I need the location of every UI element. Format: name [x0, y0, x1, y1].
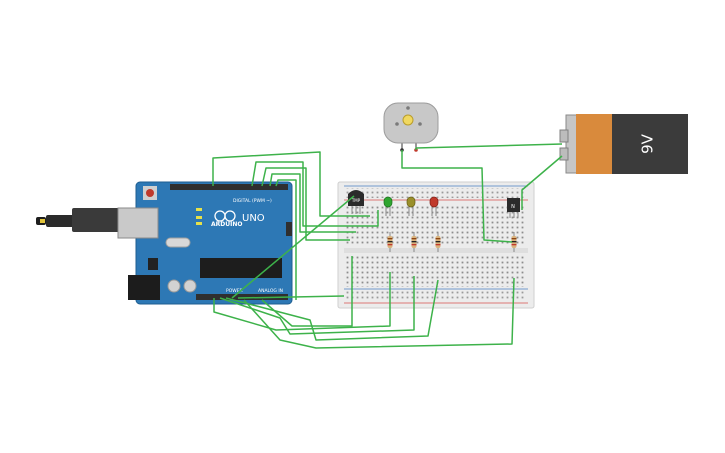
wire-digital-2[interactable] — [251, 161, 379, 227]
voltage-regulator — [148, 258, 158, 270]
resistor-2[interactable] — [411, 232, 417, 252]
usb-port — [117, 207, 159, 239]
wire-digital-1[interactable] — [212, 151, 370, 217]
led-red[interactable] — [429, 196, 439, 216]
battery-9v[interactable]: 9V — [559, 114, 688, 174]
wire-digital-4[interactable] — [269, 173, 356, 233]
wire-resistor-1[interactable] — [213, 272, 391, 331]
digital-pins-label: DIGITAL (PWM ~) — [233, 198, 272, 204]
wire-digital-3[interactable] — [261, 167, 350, 241]
battery-terminal-1 — [559, 129, 569, 143]
transistor[interactable]: N — [507, 198, 520, 218]
battery-terminal-2 — [559, 147, 569, 161]
top-power-rail — [346, 188, 526, 198]
onboard-led-tx — [196, 216, 202, 219]
wire-transistor-base[interactable] — [243, 277, 515, 349]
led-yellow[interactable] — [406, 196, 416, 216]
wire-loop-bottom[interactable] — [261, 256, 353, 327]
wire-digital-5[interactable] — [275, 179, 297, 300]
wire-resistor-2[interactable] — [219, 276, 415, 335]
analog-pins-label: ANALOG IN — [258, 288, 283, 294]
board-model-text: UNO — [242, 213, 265, 224]
battery-voltage-label: 9V — [639, 133, 657, 154]
bottom-power-rail — [346, 291, 526, 301]
motor-shaft-icon — [402, 114, 414, 126]
wire-resistor-3[interactable] — [225, 279, 439, 341]
wire-power-rail[interactable] — [237, 295, 345, 299]
atmega-chip — [200, 258, 282, 278]
wire-motor-positive[interactable] — [415, 143, 563, 150]
dc-motor[interactable] — [383, 102, 439, 152]
resistor-1[interactable] — [387, 232, 393, 252]
digital-header[interactable] — [170, 184, 288, 190]
power-analog-header[interactable] — [196, 294, 288, 300]
led-green[interactable] — [383, 196, 393, 216]
icsp-header — [286, 222, 292, 236]
capacitor-1 — [167, 279, 181, 293]
temperature-sensor[interactable]: TMP — [348, 190, 364, 214]
arduino-uno-board[interactable]: DIGITAL (PWM ~) ARDUINO UNO POWER ANALOG… — [36, 181, 293, 305]
transistor-label: N — [511, 204, 515, 210]
wire-motor-negative[interactable] — [401, 150, 513, 243]
onboard-led-rx — [196, 222, 202, 225]
onboard-led-l — [196, 208, 202, 211]
center-channel — [344, 248, 528, 253]
sensor-label: TMP — [351, 198, 361, 203]
reset-button-cap-icon — [146, 189, 154, 197]
resistor-4[interactable] — [511, 232, 517, 252]
power-pins-label: POWER — [226, 288, 243, 294]
resistor-3[interactable] — [435, 232, 441, 252]
capacitor-2 — [183, 279, 197, 293]
crystal-oscillator — [165, 237, 191, 248]
arduino-logo-text: ARDUINO — [211, 221, 242, 228]
lower-terminal-strip — [346, 255, 526, 287]
usb-cable — [36, 208, 122, 232]
wire-battery-negative[interactable] — [521, 155, 563, 210]
wire-analog-sensor[interactable] — [231, 195, 355, 299]
power-jack — [128, 275, 160, 300]
